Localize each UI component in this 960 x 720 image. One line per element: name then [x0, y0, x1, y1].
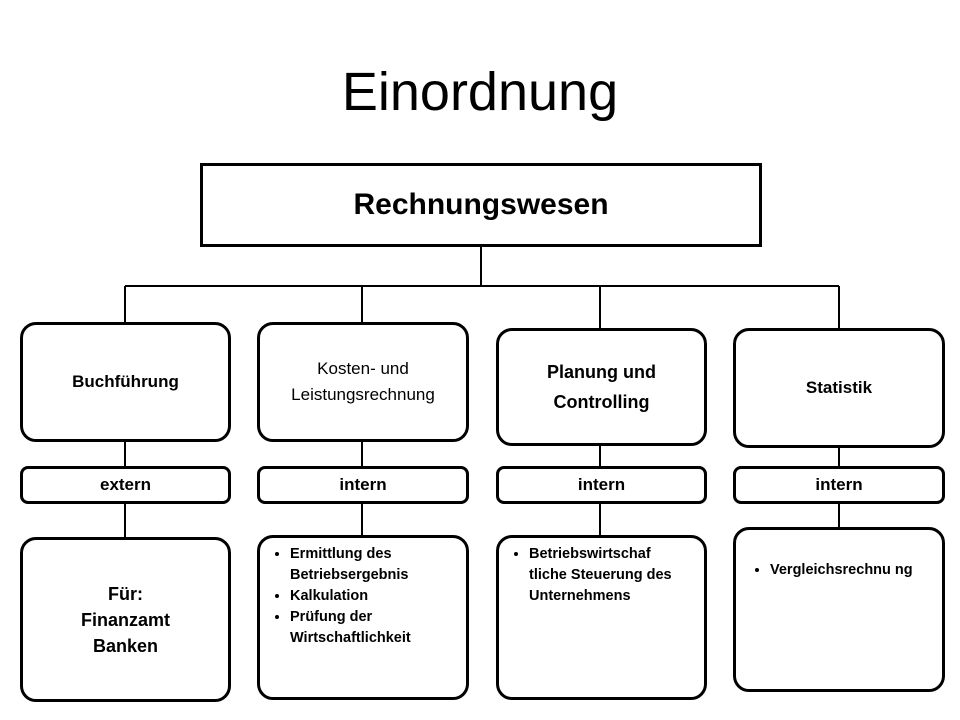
detail-line: Für:	[108, 583, 143, 604]
bullet-item: Kalkulation	[290, 586, 458, 607]
branch-node-buchfuehrung: Buchführung	[20, 322, 231, 442]
bullet-list: Betriebswirtschaf tliche Steuerung des U…	[507, 544, 690, 607]
slide-title: Einordnung	[341, 62, 619, 122]
root-node-label: Rechnungswesen	[353, 188, 609, 221]
scope-tag-label: intern	[339, 475, 387, 494]
scope-tag-label: extern	[99, 475, 152, 494]
detail-node-planung-und-controlling: Betriebswirtschaf tliche Steuerung des U…	[496, 535, 707, 700]
scope-tag-label: intern	[815, 475, 863, 494]
detail-node-kosten-und-leistungsrechnung: Ermittlung des Betriebsergebnis Kalkulat…	[257, 535, 469, 700]
branch-node-statistik: Statistik	[733, 328, 945, 448]
scope-tag-intern: intern	[257, 466, 469, 504]
scope-tag-intern: intern	[733, 466, 945, 504]
detail-line: Finanzamt	[80, 609, 170, 630]
bullet-item: Betriebswirtschaf tliche Steuerung des U…	[529, 544, 690, 607]
branch-node-label: Buchführung	[72, 372, 179, 391]
detail-node-buchfuehrung: Für: Finanzamt Banken	[20, 537, 231, 702]
branch-node-planung-und-controlling: Planung und Controlling	[496, 328, 707, 446]
bullet-list: Ermittlung des Betriebsergebnis Kalkulat…	[268, 544, 458, 649]
branch-node-kosten-und-leistungsrechnung: Kosten- und Leistungsrechnung	[257, 322, 469, 442]
bullet-item: Ermittlung des Betriebsergebnis	[290, 544, 458, 586]
bullet-list: Vergleichsrechnu ng	[748, 560, 913, 581]
branch-node-label-line-2: Controlling	[553, 392, 650, 412]
detail-node-statistik: Vergleichsrechnu ng	[733, 527, 945, 692]
bullet-item: Prüfung der Wirtschaftlichkeit	[290, 607, 458, 649]
detail-line: Banken	[92, 635, 159, 656]
branch-node-label: Statistik	[805, 378, 873, 397]
branch-node-label-line-2: Leistungsrechnung	[291, 385, 435, 404]
branch-node-label-line-1: Kosten- und	[317, 359, 409, 378]
branch-node-label-line-1: Planung und	[547, 362, 656, 382]
root-node-rechnungswesen: Rechnungswesen	[200, 163, 762, 247]
scope-tag-extern: extern	[20, 466, 231, 504]
scope-tag-intern: intern	[496, 466, 707, 504]
bullet-item: Vergleichsrechnu ng	[770, 560, 913, 581]
scope-tag-label: intern	[577, 475, 626, 494]
